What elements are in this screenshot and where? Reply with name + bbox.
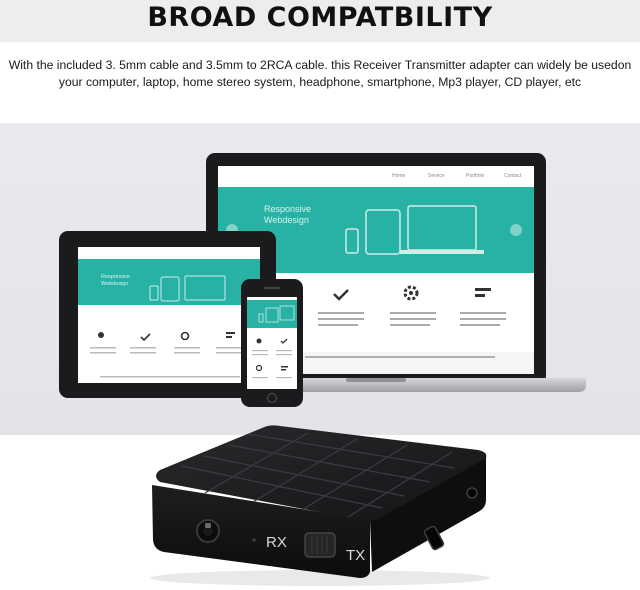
laptop-arrow-right-icon: [510, 224, 522, 236]
tablet: Responsive Webdesign: [59, 231, 276, 398]
status-led: [252, 538, 256, 542]
menu-icon: [475, 288, 491, 297]
tx-label: TX: [346, 547, 365, 564]
laptop-nav-portfolio: Portfolio: [466, 173, 485, 179]
smartphone: [241, 279, 303, 407]
title-bar: [0, 0, 640, 42]
description: With the included 3. 5mm cable and 3.5mm…: [8, 57, 632, 91]
description-line-1: With the included 3. 5mm cable and 3.5mm…: [8, 58, 632, 72]
description-line-2: your computer, laptop, home stereo syste…: [58, 75, 582, 89]
tablet-hero: [78, 259, 260, 305]
page-title: BROAD COMPATBILITY: [147, 2, 493, 33]
tablet-hero-title-1: Responsive: [101, 274, 130, 280]
laptop-nav-home: Home: [392, 173, 406, 179]
tablet-hero-title-2: Webdesign: [101, 281, 128, 287]
laptop-nav-contact: Contact: [504, 173, 522, 179]
usb-port: [423, 525, 445, 551]
aux-port: [466, 487, 478, 499]
adapter-top-face: [156, 425, 487, 521]
gear-icon: [403, 285, 419, 301]
mode-switch: [304, 532, 336, 558]
adapter-right-face: [370, 456, 486, 572]
laptop-nav-service: Service: [428, 173, 445, 179]
laptop-hero-title-1: Responsive: [264, 204, 311, 214]
rx-label: RX: [266, 534, 287, 551]
phone-home-button: [267, 393, 277, 403]
product-scene: Home Service Portfolio Contact Responsiv…: [0, 123, 640, 586]
check-icon: [333, 289, 349, 301]
laptop-hero-title-2: Webdesign: [264, 215, 309, 225]
bluetooth-adapter: RX TX: [150, 425, 490, 586]
